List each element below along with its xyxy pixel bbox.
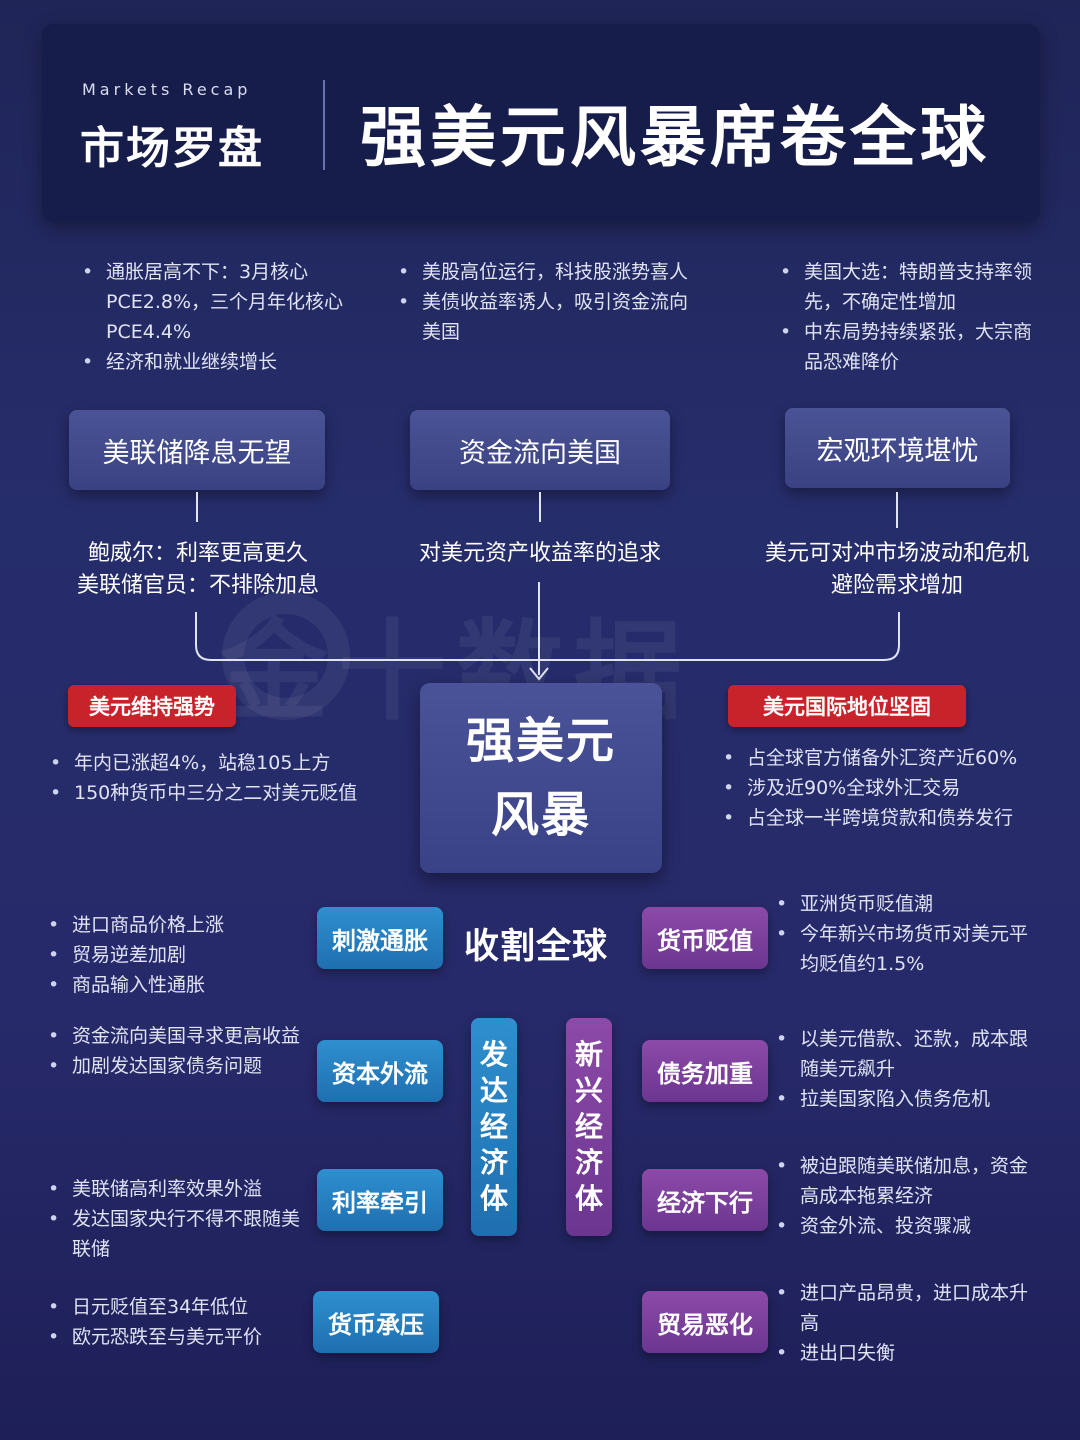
tag-currency-pressure: 货币承压	[313, 1291, 439, 1353]
brand-subtitle: Markets Recap	[82, 80, 252, 99]
header-panel	[42, 24, 1040, 222]
center-line: 强美元	[465, 713, 616, 769]
tag-dollar-strong: 美元维持强势	[68, 685, 236, 727]
list-item: 商品输入性通胀	[48, 970, 298, 1000]
tag-debt-increase: 债务加重	[642, 1040, 768, 1102]
list-item: 年内已涨超4%，站稳105上方	[50, 748, 410, 778]
list-item: 150种货币中三分之二对美元贬值	[50, 778, 410, 808]
brand-name: 市场罗盘	[80, 123, 264, 174]
emerging-item-4-bullets: 进口产品昂贵，进口成本升高 进出口失衡	[776, 1278, 1038, 1368]
developed-item-1-bullets: 进口商品价格上涨 贸易逆差加剧 商品输入性通胀	[48, 910, 298, 1000]
cause-text-capital: 对美元资产收益率的追求	[390, 538, 690, 570]
cause-2-bullets: 美股高位运行，科技股涨势喜人 美债收益率诱人，吸引资金流向美国	[398, 257, 698, 347]
list-item: 占全球一半跨境贷款和债券发行	[723, 803, 1053, 833]
developed-item-3-bullets: 美联储高利率效果外溢 发达国家央行不得不跟随美联储	[48, 1174, 310, 1264]
list-item: 今年新兴市场货币对美元平均贬值约1.5%	[776, 919, 1038, 979]
list-item: 通胀居高不下：3月核心PCE2.8%，三个月年化核心PCE4.4%	[82, 257, 352, 347]
connector-line	[196, 492, 198, 522]
developed-item-4-bullets: 日元贬值至34年低位 欧元恐跌至与美元平价	[48, 1292, 310, 1352]
list-item: 资金流向美国寻求更高收益	[48, 1021, 310, 1051]
tag-economic-downturn: 经济下行	[642, 1169, 768, 1231]
cause-text-line: 美联储官员：不排除加息	[76, 573, 319, 598]
list-item: 贸易逆差加剧	[48, 940, 298, 970]
dollar-status-bullets: 占全球官方储备外汇资产近60% 涉及近90%全球外汇交易 占全球一半跨境贷款和债…	[723, 743, 1053, 833]
list-item: 欧元恐跌至与美元平价	[48, 1322, 310, 1352]
tag-dollar-status: 美元国际地位坚固	[728, 685, 966, 727]
center-line: 风暴	[490, 787, 591, 843]
cause-text-line: 对美元资产收益率的追求	[418, 541, 661, 566]
list-item: 占全球官方储备外汇资产近60%	[723, 743, 1053, 773]
list-item: 亚洲货币贬值潮	[776, 889, 1038, 919]
list-item: 发达国家央行不得不跟随美联储	[48, 1204, 310, 1264]
cause-text-line: 避险需求增加	[830, 573, 963, 598]
list-item: 加剧发达国家债务问题	[48, 1051, 310, 1081]
list-item: 进出口失衡	[776, 1338, 1038, 1368]
emerging-economies-label: 新 兴 经 济 体	[566, 1018, 612, 1236]
list-item: 以美元借款、还款，成本跟随美元飙升	[776, 1024, 1038, 1084]
connector-line	[896, 492, 898, 528]
list-item: 美股高位运行，科技股涨势喜人	[398, 257, 698, 287]
cause-box-capital: 资金流向美国	[410, 410, 670, 490]
tag-stimulate-inflation: 刺激通胀	[317, 907, 443, 969]
list-item: 经济和就业继续增长	[82, 347, 352, 377]
cause-box-macro: 宏观环境堪忧	[785, 408, 1010, 488]
developed-item-2-bullets: 资金流向美国寻求更高收益 加剧发达国家债务问题	[48, 1021, 310, 1081]
tag-rate-pull: 利率牵引	[317, 1169, 443, 1231]
tag-trade-deterioration: 贸易恶化	[642, 1291, 768, 1353]
list-item: 美国大选：特朗普支持率领先，不确定性增加	[780, 257, 1040, 317]
cause-text-macro: 美元可对冲市场波动和危机 避险需求增加	[752, 538, 1042, 602]
list-item: 涉及近90%全球外汇交易	[723, 773, 1053, 803]
tag-currency-depreciation: 货币贬值	[642, 907, 768, 969]
tag-capital-outflow: 资本外流	[317, 1040, 443, 1102]
list-item: 美联储高利率效果外溢	[48, 1174, 310, 1204]
cause-text-line: 美元可对冲市场波动和危机	[764, 541, 1029, 566]
list-item: 资金外流、投资骤减	[776, 1211, 1038, 1241]
center-box-strong-dollar-storm: 强美元 风暴	[420, 683, 662, 873]
list-item: 美债收益率诱人，吸引资金流向美国	[398, 287, 698, 347]
cause-3-bullets: 美国大选：特朗普支持率领先，不确定性增加 中东局势持续紧张，大宗商品恐难降价	[780, 257, 1040, 377]
emerging-item-2-bullets: 以美元借款、还款，成本跟随美元飙升 拉美国家陷入债务危机	[776, 1024, 1038, 1114]
harvest-title: 收割全球	[464, 927, 609, 967]
cause-1-bullets: 通胀居高不下：3月核心PCE2.8%，三个月年化核心PCE4.4% 经济和就业继…	[82, 257, 352, 377]
header-divider	[323, 80, 325, 170]
list-item: 中东局势持续紧张，大宗商品恐难降价	[780, 317, 1040, 377]
dollar-strong-bullets: 年内已涨超4%，站稳105上方 150种货币中三分之二对美元贬值	[50, 748, 410, 808]
cause-text-line: 鲍威尔：利率更高更久	[87, 541, 308, 566]
emerging-item-1-bullets: 亚洲货币贬值潮 今年新兴市场货币对美元平均贬值约1.5%	[776, 889, 1038, 979]
list-item: 进口商品价格上涨	[48, 910, 298, 940]
list-item: 被迫跟随美联储加息，资金高成本拖累经济	[776, 1151, 1038, 1211]
developed-economies-label: 发 达 经 济 体	[471, 1018, 517, 1236]
list-item: 进口产品昂贵，进口成本升高	[776, 1278, 1038, 1338]
cause-text-fed: 鲍威尔：利率更高更久 美联储官员：不排除加息	[58, 538, 338, 602]
page-title: 强美元风暴席卷全球	[360, 99, 990, 176]
list-item: 日元贬值至34年低位	[48, 1292, 310, 1322]
cause-box-fed: 美联储降息无望	[69, 410, 325, 490]
list-item: 拉美国家陷入债务危机	[776, 1084, 1038, 1114]
emerging-item-3-bullets: 被迫跟随美联储加息，资金高成本拖累经济 资金外流、投资骤减	[776, 1151, 1038, 1241]
connector-line	[539, 492, 541, 522]
